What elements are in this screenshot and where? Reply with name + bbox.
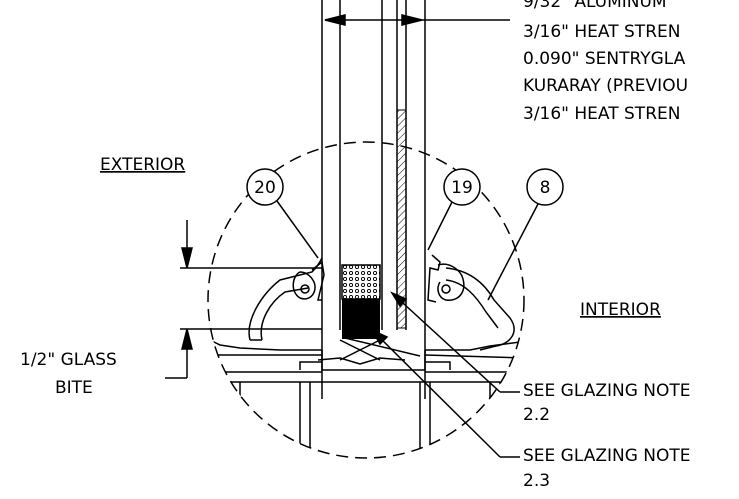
exterior-glazing-stop xyxy=(248,257,325,341)
spec-line-4: KURARAY (PREVIOU xyxy=(523,76,688,96)
callout-19: 19 xyxy=(427,168,481,251)
glazing-note-2-ref: 2.3 xyxy=(523,471,550,491)
glass-bite-label-line2: BITE xyxy=(55,378,93,398)
glass-bite-label-line1: 1/2" GLASS xyxy=(20,350,117,370)
svg-text:20: 20 xyxy=(254,178,276,198)
exterior-label: EXTERIOR xyxy=(100,155,185,175)
spec-line-2: 3/16" HEAT STREN xyxy=(523,22,680,42)
svg-text:19: 19 xyxy=(451,178,473,198)
svg-text:8: 8 xyxy=(540,178,551,198)
glazing-note-2: SEE GLAZING NOTE xyxy=(523,446,691,466)
glazing-note-1-ref: 2.2 xyxy=(523,405,550,425)
callout-20: 20 xyxy=(246,168,319,259)
frame-profile xyxy=(209,337,524,458)
thickness-dimension xyxy=(324,14,510,26)
interior-glazing-stop xyxy=(427,254,515,351)
interior-label: INTERIOR xyxy=(580,300,661,320)
spec-line-5: 3/16" HEAT STREN xyxy=(523,104,680,124)
glass-lites xyxy=(321,0,426,399)
detail-boundary-circle xyxy=(207,141,525,459)
callout-8: 8 xyxy=(487,168,564,301)
glazing-note-1: SEE GLAZING NOTE xyxy=(523,381,691,401)
spec-line-3: 0.090" SENTRYGLA xyxy=(523,49,686,69)
note-leaders xyxy=(370,291,520,458)
glass-bite-dimension xyxy=(165,220,322,379)
spec-line-1: 9/32" ALUMINUM xyxy=(523,0,667,12)
interlayer-hatch xyxy=(396,109,407,329)
spacer-block xyxy=(341,264,381,300)
